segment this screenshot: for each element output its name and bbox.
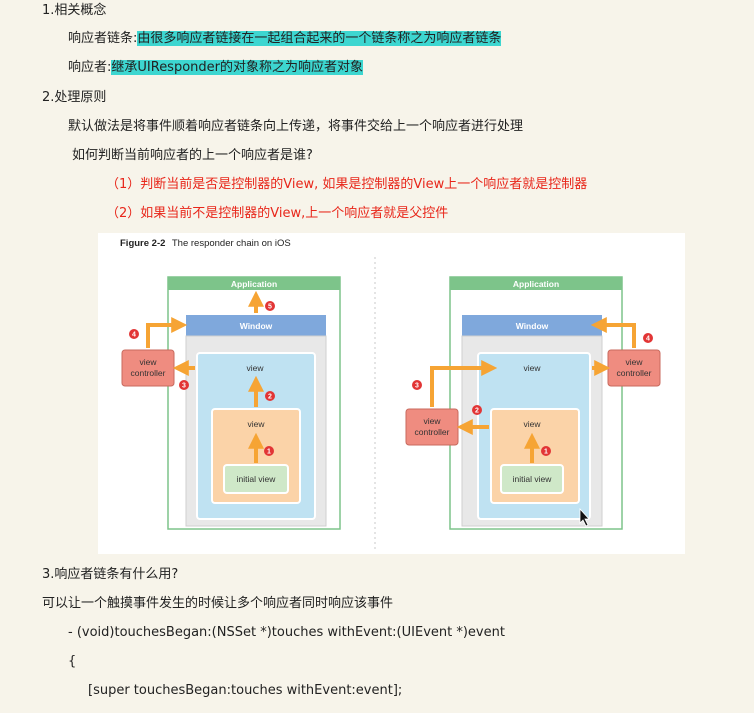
left-badge-2: 2 <box>265 391 275 401</box>
svg-text:1: 1 <box>267 449 271 456</box>
left-vc-line1: view <box>139 357 157 367</box>
figure-caption-number: Figure 2-2 <box>120 238 165 249</box>
left-outer-view-label: view <box>246 363 264 373</box>
code-line-1: - (void)touchesBegan:(NSSet *)touches wi… <box>68 625 505 640</box>
right-initial-view-label: initial view <box>513 474 553 484</box>
left-badge-5: 5 <box>265 301 275 311</box>
right-vc-top-line1: view <box>625 357 643 367</box>
right-window-label: Window <box>516 321 549 331</box>
svg-text:4: 4 <box>132 332 136 339</box>
responder-chain-label: 响应者链条: <box>68 31 138 46</box>
right-application-bar <box>450 277 622 290</box>
mouse-cursor-icon <box>579 507 590 527</box>
section1-heading: 1.相关概念 <box>42 3 107 18</box>
responder-text: 继承UIResponder的对象称之为响应者对象 <box>111 60 363 75</box>
right-badge-3: 3 <box>412 380 422 390</box>
svg-text:5: 5 <box>268 304 272 311</box>
left-initial-view <box>223 464 289 494</box>
question-text: 如何判断当前响应者的上一个响应者是谁? <box>72 148 313 163</box>
right-vc-top-line2: controller <box>617 368 652 378</box>
left-window-bar <box>186 315 326 336</box>
rule-2-text: （2）如果当前不是控制器的View,上一个响应者就是父控件 <box>106 206 449 221</box>
code-line-3: [super touchesBegan:touches withEvent:ev… <box>88 683 403 698</box>
responder-label: 响应者: <box>68 60 112 75</box>
section3-heading: 3.响应者链条有什么用? <box>42 567 179 582</box>
right-application-label: Application <box>513 279 559 289</box>
default-behavior-text: 默认做法是将事件顺着响应者链条向上传递，将事件交给上一个响应者进行处理 <box>68 119 524 134</box>
svg-text:3: 3 <box>182 383 186 390</box>
usage-description: 可以让一个触摸事件发生的时候让多个响应者同时响应该事件 <box>42 596 394 611</box>
right-arrow-4 <box>590 317 636 348</box>
svg-text:1: 1 <box>544 449 548 456</box>
responder-chain-definition: 响应者链条:由很多响应者链接在一起组合起来的一个链条称之为响应者链条 <box>68 30 502 48</box>
section2-heading: 2.处理原则 <box>42 90 107 105</box>
left-inner-view-label: view <box>247 419 265 429</box>
right-badge-2: 2 <box>472 405 482 415</box>
svg-text:4: 4 <box>646 336 650 343</box>
left-badge-3: 3 <box>179 380 189 390</box>
left-vc-line2: controller <box>131 368 166 378</box>
responder-chain-text: 由很多响应者链接在一起组合起来的一个链条称之为响应者链条 <box>137 31 502 46</box>
rule-1-text: （1）判断当前是否是控制器的View, 如果是控制器的View上一个响应者就是控… <box>106 177 588 192</box>
left-arrow-4 <box>146 317 188 348</box>
responder-definition: 响应者:继承UIResponder的对象称之为响应者对象 <box>68 59 363 77</box>
right-diagram: Application Window view view initial vie… <box>405 276 661 530</box>
svg-text:3: 3 <box>415 383 419 390</box>
right-vc-bottom-line1: view <box>423 416 441 426</box>
left-badge-1: 1 <box>264 446 274 456</box>
left-badge-4: 4 <box>129 329 139 339</box>
left-diagram: Application Window view view initial vie… <box>121 276 341 530</box>
svg-text:2: 2 <box>268 394 272 401</box>
svg-text:2: 2 <box>475 408 479 415</box>
left-initial-view-label: initial view <box>237 474 277 484</box>
left-application-label: Application <box>231 279 277 289</box>
right-arrow-3 <box>430 360 498 407</box>
right-vc-bottom-line2: controller <box>415 427 450 437</box>
left-application-bar <box>168 277 340 290</box>
right-window-bar <box>462 315 602 336</box>
code-line-2: { <box>68 654 77 669</box>
figure-caption-text: The responder chain on iOS <box>172 238 291 249</box>
right-outer-view-label: view <box>523 363 541 373</box>
responder-chain-figure: Figure 2-2 The responder chain on iOS Ap… <box>98 233 685 554</box>
left-window-label: Window <box>240 321 273 331</box>
right-badge-1: 1 <box>541 446 551 456</box>
right-badge-4: 4 <box>643 333 653 343</box>
right-inner-view-label: view <box>523 419 541 429</box>
right-initial-view <box>500 464 564 494</box>
figure-caption: Figure 2-2 The responder chain on iOS <box>120 238 291 249</box>
